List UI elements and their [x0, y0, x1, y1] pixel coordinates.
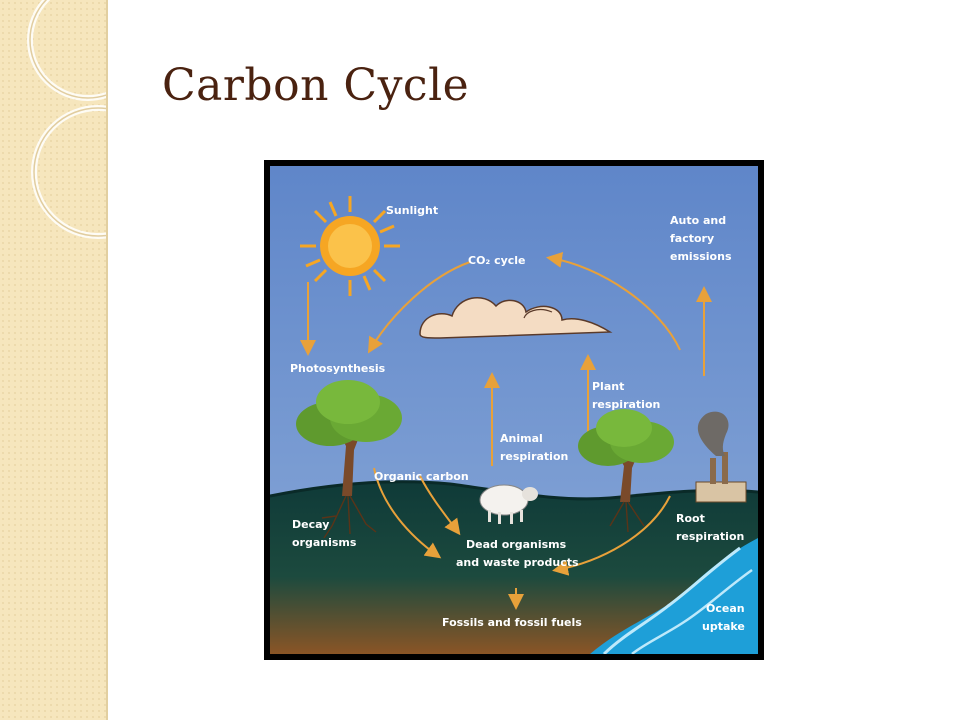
decorative-side-strip — [0, 0, 108, 720]
animal-respiration-label-line2: respiration — [500, 450, 568, 463]
auto-label-line3: emissions — [670, 250, 732, 263]
carbon-cycle-diagram: Sunlight CO₂ cycle Auto and factory emis… — [264, 160, 764, 660]
auto-label-line2: factory — [670, 232, 714, 245]
animal-respiration-label-line1: Animal — [500, 432, 543, 445]
tree-right-icon — [578, 409, 674, 533]
root-respiration-label-line2: respiration — [676, 530, 744, 543]
ocean-uptake-label-line2: uptake — [702, 620, 745, 633]
root-respiration-label-line1: Root — [676, 512, 705, 525]
cloud-icon — [419, 297, 613, 339]
organic-carbon-label: Organic carbon — [374, 470, 469, 483]
decay-organisms-label-line2: organisms — [292, 536, 357, 549]
ocean-uptake-label-line1: Ocean — [706, 602, 745, 615]
decay-organisms-label-line1: Decay — [292, 518, 329, 531]
fossils-label: Fossils and fossil fuels — [442, 616, 582, 629]
decorative-circles — [27, 0, 106, 239]
dead-organisms-label-line2: and waste products — [456, 556, 579, 569]
plant-respiration-label-line1: Plant — [592, 380, 624, 393]
dead-organisms-label-line1: Dead organisms — [466, 538, 567, 551]
plant-respiration-label-line2: respiration — [592, 398, 660, 411]
co2-cycle-label: CO₂ cycle — [468, 254, 526, 267]
sheep-icon — [479, 484, 538, 524]
sunlight-label: Sunlight — [386, 204, 438, 217]
ground — [270, 481, 758, 654]
slide-title: Carbon Cycle — [162, 60, 470, 111]
carbon-cycle-illustration: Sunlight CO₂ cycle Auto and factory emis… — [270, 166, 758, 654]
photosynthesis-label: Photosynthesis — [290, 362, 386, 375]
factory-icon — [695, 411, 747, 503]
auto-label-line1: Auto and — [670, 214, 726, 227]
co2-cycle-arrows — [300, 252, 712, 610]
sun-icon — [300, 196, 400, 296]
tree-left-icon — [296, 380, 402, 539]
